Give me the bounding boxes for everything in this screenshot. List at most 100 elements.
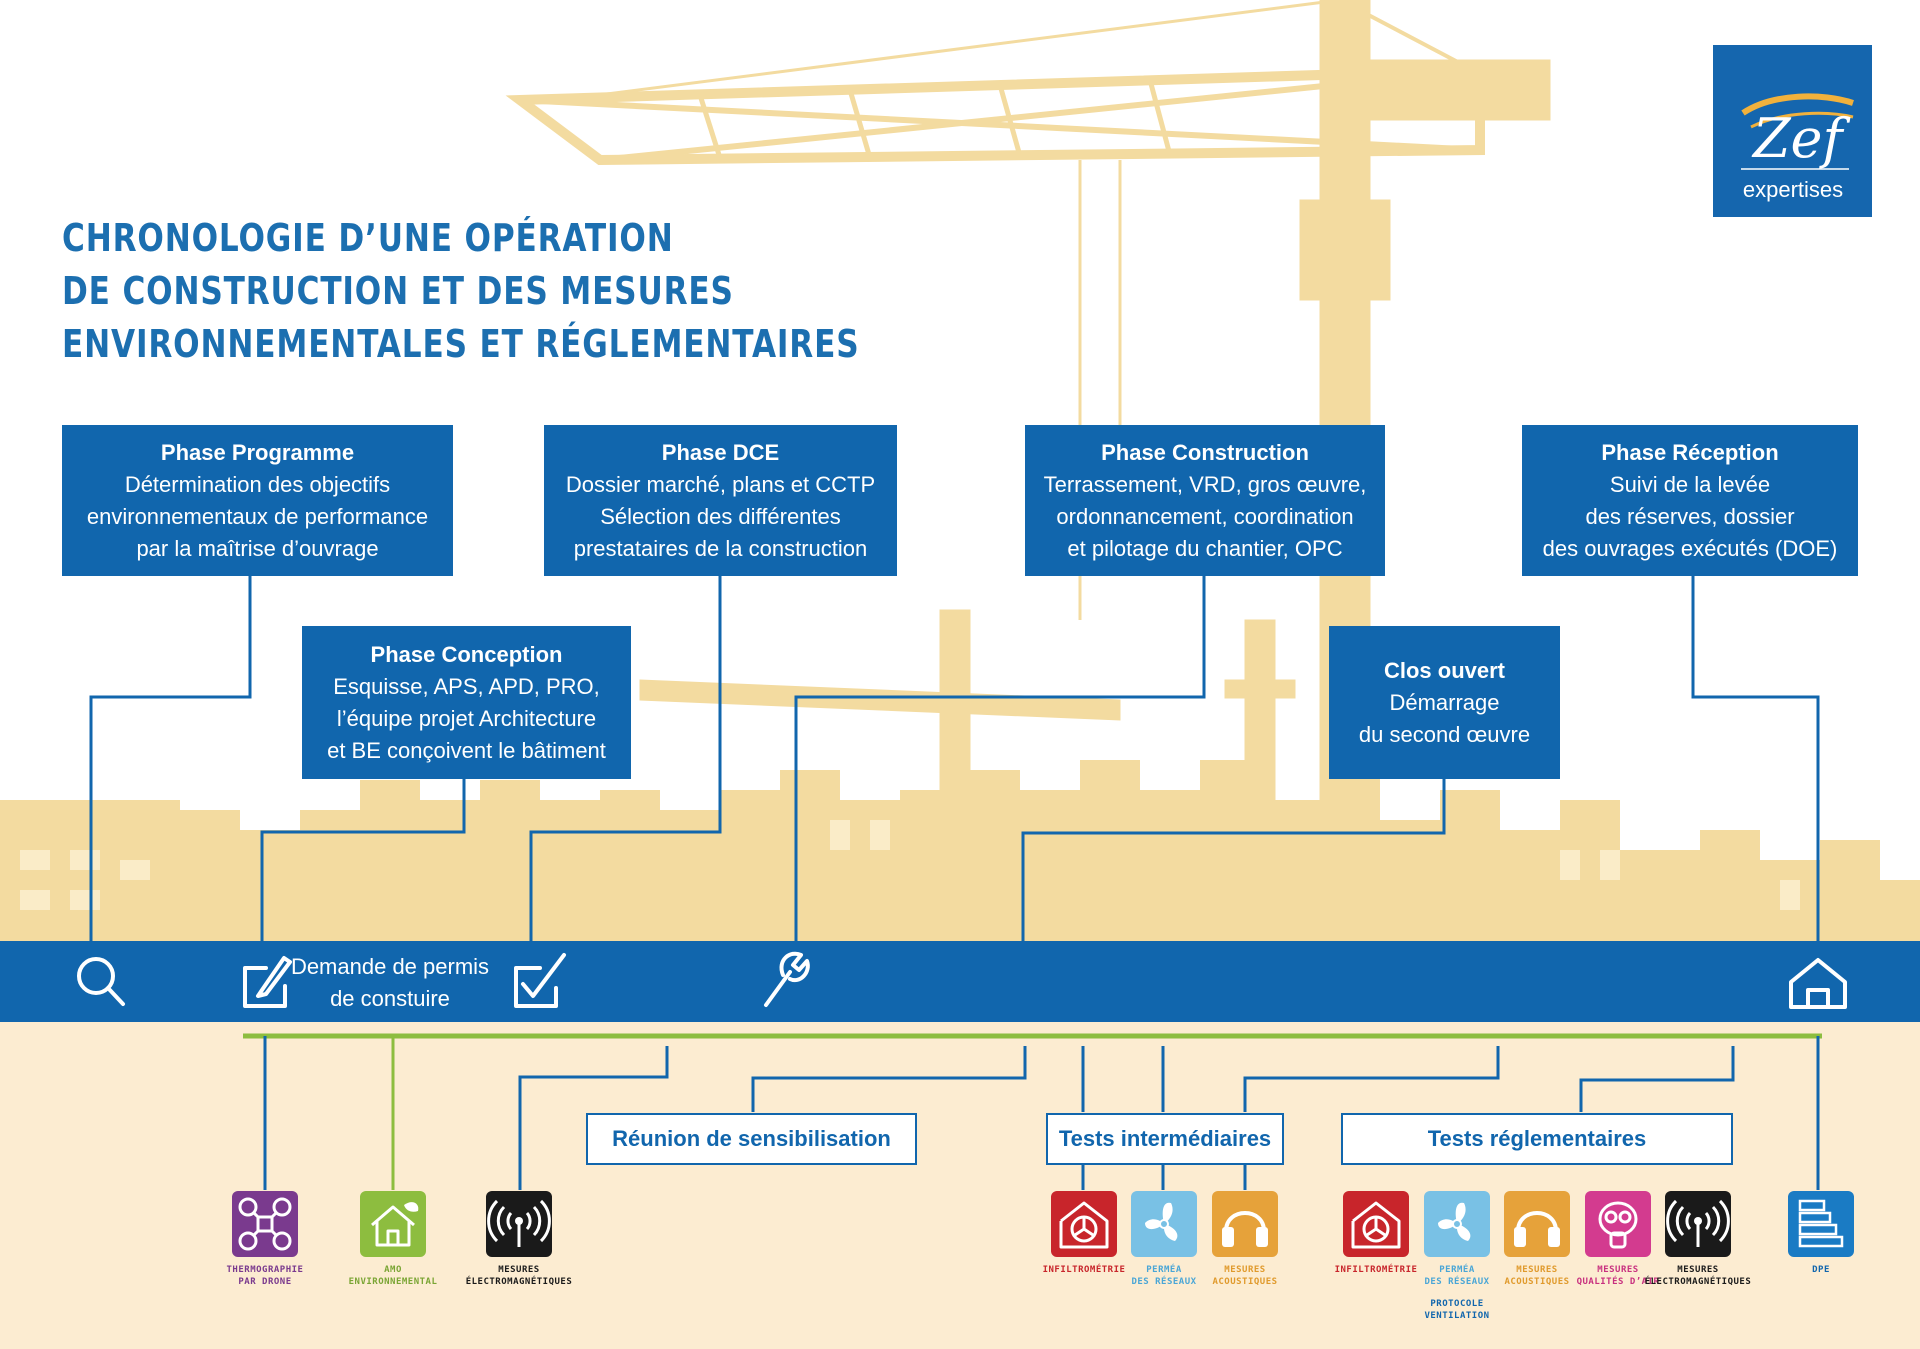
caption-line: ÉLECTROMAGNÉTIQUES [1644,1277,1752,1287]
caption-line: INFILTROMÉTRIE [1334,1265,1418,1275]
phase-conception-title: Phase Conception [370,641,563,667]
fan-icon [1145,1202,1178,1241]
tests-intermediaires-label: Tests intermédiaires [1046,1113,1284,1165]
caption-line: INFILTROMÉTRIE [1042,1265,1126,1275]
gas-mask-icon [1598,1201,1638,1249]
caption-line: PERMÉA [1439,1265,1475,1275]
phase-clos-line: du second œuvre [1358,721,1531,747]
measures-background [0,1020,1920,1349]
phase-dce-line: Sélection des différentes [600,503,841,529]
electromagnetic-caption: MESURES ÉLECTROMAGNÉTIQUES [1643,1264,1753,1288]
permit-request-label: Demande de permis de constuire [290,951,490,1015]
acoustique-tile [1504,1191,1570,1257]
phase-programme-line: Détermination des objectifs [124,471,391,497]
phase-dce: Phase DCE Dossier marché, plans et CCTP … [544,425,897,576]
phase-reception: Phase Réception Suivi de la levée des ré… [1522,425,1858,576]
permea-caption: PERMÉA DES RÉSEAUX [1114,1264,1214,1288]
caption-line: MESURES [1597,1265,1639,1275]
infiltrometrie-caption: INFILTROMÉTRIE [1326,1264,1426,1276]
permea-reseaux-tile [1424,1191,1490,1257]
headphones-icon [1514,1211,1560,1247]
permit-line: Demande de permis [290,954,490,979]
electromagnetic-tile [1665,1191,1731,1257]
wrench-icon [764,951,810,1007]
caption-line: DPE [1812,1265,1830,1275]
amo-environnemental-tile [360,1191,426,1257]
acoustique-tile [1212,1191,1278,1257]
phase-conception-line: et BE conçoivent le bâtiment [327,737,606,763]
infiltrometrie-caption: INFILTROMÉTRIE [1034,1264,1134,1276]
fan-house-icon [1351,1201,1401,1249]
phase-construction-line: ordonnancement, coordination [1056,503,1354,529]
house-icon [1789,958,1847,1009]
caption-line: THERMOGRAPHIE [226,1265,304,1275]
caption-line: PAR DRONE [238,1277,292,1287]
energy-label-icon [1798,1199,1844,1248]
phase-conception-line: l’équipe projet Architecture [336,705,597,731]
air-quality-tile [1585,1191,1651,1257]
phase-construction: Phase Construction Terrassement, VRD, gr… [1025,425,1385,576]
edit-icon [243,956,292,1008]
phase-reception-line: Suivi de la levée [1609,471,1771,497]
permit-line: de constuire [330,986,450,1011]
caption-line: PROTOCOLE [1430,1299,1484,1309]
sensibilisation-label: Réunion de sensibilisation [586,1113,917,1165]
caption-line: PERMÉA [1146,1265,1182,1275]
dpe-caption: DPE [1771,1264,1871,1276]
logo-brand: Zef [1751,107,1850,170]
fan-icon [1438,1202,1471,1241]
phase-construction-line: Terrassement, VRD, gros œuvre, [1043,471,1367,497]
caption-line: ENVIRONNEMENTAL [348,1277,438,1287]
drone-icon [238,1197,292,1251]
infiltrometrie-tile [1051,1191,1117,1257]
fan-house-icon [1059,1201,1109,1249]
caption-line: QUALITÉS D’AIR [1576,1277,1660,1287]
title-line-3: ENVIRONNEMENTALES ET RÉGLEMENTAIRES [62,322,860,366]
caption-line: MESURES [1677,1265,1719,1275]
caption-line: MESURES [1224,1265,1266,1275]
phase-conception-line: Esquisse, APS, APD, PRO, [333,673,600,699]
zef-expertises-logo: Zef expertises [1713,45,1872,217]
phase-clos-title: Clos ouvert [1383,657,1506,683]
amo-caption: AMO ENVIRONNEMENTAL [343,1264,443,1288]
tests-reglementaires-label: Tests réglementaires [1341,1113,1733,1165]
phase-programme-title: Phase Programme [160,439,355,465]
eco-house-icon [371,1202,419,1247]
caption-line: VENTILATION [1424,1311,1490,1321]
checkbox-icon [514,953,566,1008]
phase-dce-line: Dossier marché, plans et CCTP [565,471,876,497]
timeline-bar [0,941,1920,1022]
phase-reception-title: Phase Réception [1601,439,1779,465]
phase-clos-ouvert: Clos ouvert Démarrage du second œuvre [1329,626,1560,779]
infiltrometrie-tile [1343,1191,1409,1257]
protocole-ventilation-caption: PROTOCOLE VENTILATION [1407,1298,1507,1322]
electromagnetic-caption: MESURES ÉLECTROMAGNÉTIQUES [464,1264,574,1288]
phase-programme-line: environnementaux de performance [86,503,429,529]
phase-programme-line: par la maîtrise d’ouvrage [136,535,379,561]
phase-construction-line: et pilotage du chantier, OPC [1067,535,1343,561]
phase-conception: Phase Conception Esquisse, APS, APD, PRO… [302,626,631,779]
phase-dce-line: prestataires de la construction [573,535,868,561]
caption-line: AMO [384,1265,402,1275]
logo-mark: Zef expertises [1741,93,1854,202]
antenna-icon [487,1199,551,1247]
caption-line: ÉLECTROMAGNÉTIQUES [465,1277,573,1287]
electromagnetic-tile [486,1191,552,1257]
phase-reception-line: des réserves, dossier [1585,503,1795,529]
antenna-icon [1666,1199,1730,1247]
acoustique-caption: MESURES ACOUSTIQUES [1487,1264,1587,1288]
drone-caption: THERMOGRAPHIE PAR DRONE [215,1264,315,1288]
permea-caption: PERMÉA DES RÉSEAUX [1407,1264,1507,1288]
phase-construction-title: Phase Construction [1101,439,1309,465]
air-quality-caption: MESURES QUALITÉS D’AIR [1568,1264,1668,1288]
dpe-tile [1788,1191,1854,1257]
page-title: CHRONOLOGIE D’UNE OPÉRATION DE CONSTRUCT… [62,212,860,371]
phase-clos-line: Démarrage [1389,689,1500,715]
caption-line: MESURES [498,1265,540,1275]
phase-programme: Phase Programme Détermination des object… [62,425,453,576]
phase-dce-title: Phase DCE [661,439,780,465]
